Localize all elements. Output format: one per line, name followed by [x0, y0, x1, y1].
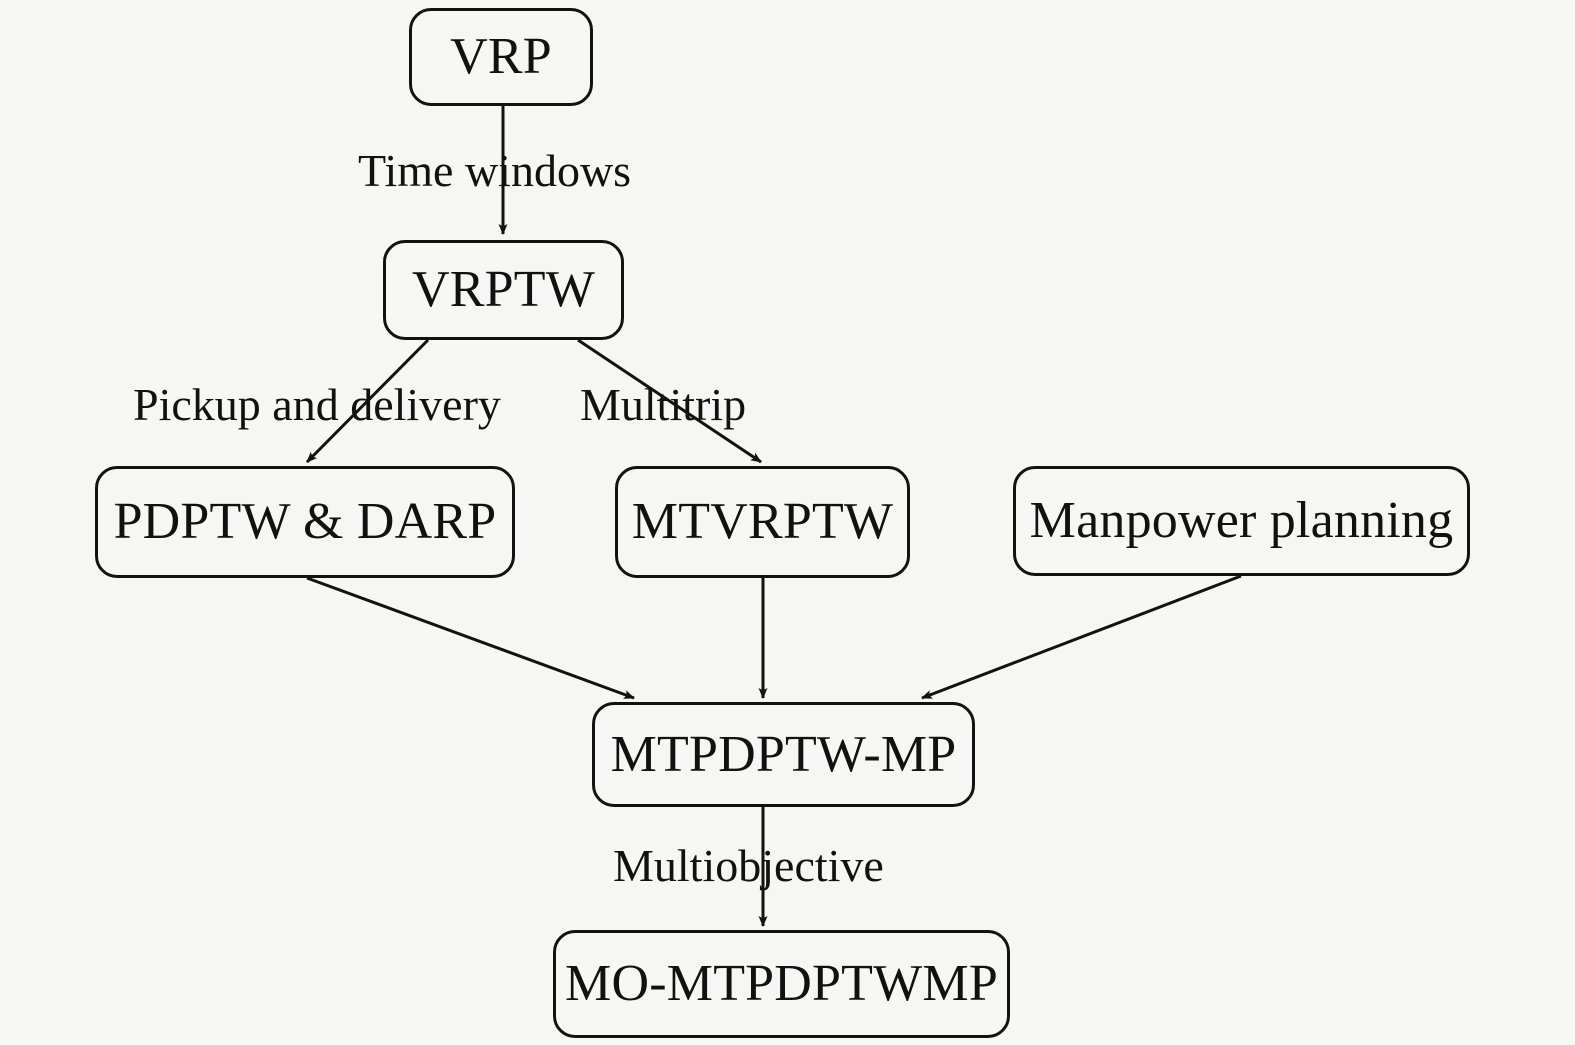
edge-label-multiobjective-text: Multiobjective	[613, 840, 884, 891]
node-manpower-planning-label: Manpower planning	[1029, 492, 1454, 549]
node-mo-mtpdptwmp[interactable]: MO-MTPDPTWMP	[553, 930, 1010, 1038]
node-mtvrptw[interactable]: MTVRPTW	[615, 466, 910, 578]
edge-manpower-to-mtpdptwmp	[921, 574, 1242, 700]
node-vrptw-label: VRPTW	[412, 261, 595, 318]
node-pdptw-darp[interactable]: PDPTW & DARP	[95, 466, 515, 578]
node-pdptw-darp-label: PDPTW & DARP	[113, 493, 497, 550]
edge-label-multitrip: Multitrip	[580, 382, 746, 428]
node-vrp[interactable]: VRP	[409, 8, 593, 106]
edge-label-time-windows-text: Time windows	[358, 145, 632, 196]
node-vrp-label: VRP	[450, 28, 552, 85]
edge-label-multiobjective: Multiobjective	[613, 843, 884, 889]
node-mtpdptw-mp[interactable]: MTPDPTW-MP	[592, 702, 975, 807]
edge-pdptw-to-mtpdptwmp	[306, 576, 635, 700]
edge-label-pickup-and-delivery-text: Pickup and delivery	[133, 379, 501, 430]
node-mtpdptw-mp-label: MTPDPTW-MP	[610, 725, 957, 783]
node-mo-mtpdptwmp-label: MO-MTPDPTWMP	[565, 955, 998, 1012]
edge-vrptw-to-pdptw	[305, 338, 430, 464]
node-mtvrptw-label: MTVRPTW	[631, 493, 894, 550]
node-vrptw[interactable]: VRPTW	[383, 240, 624, 340]
edge-vrptw-to-mtvrptw	[577, 338, 762, 464]
node-manpower-planning[interactable]: Manpower planning	[1013, 466, 1470, 576]
edge-label-multitrip-text: Multitrip	[580, 379, 747, 430]
edge-label-pickup-and-delivery: Pickup and delivery	[133, 382, 501, 428]
edge-label-time-windows: Time windows	[358, 148, 631, 194]
